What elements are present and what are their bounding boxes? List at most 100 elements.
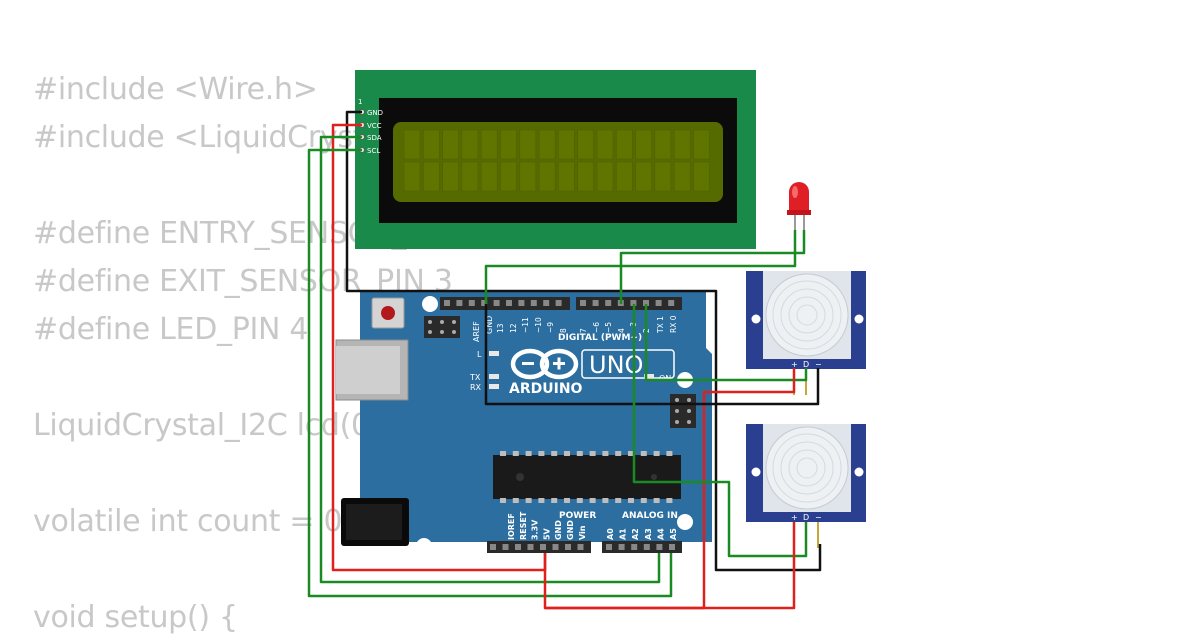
header-pin: [631, 544, 638, 550]
icsp-header: [424, 316, 460, 338]
lcd-character-cell: [538, 161, 556, 192]
icsp-header-2: [670, 394, 696, 428]
power-pin-label: 3.3V: [531, 519, 540, 540]
red-led-icon[interactable]: [787, 182, 811, 230]
analog-pin-label: A4: [656, 528, 665, 540]
wire-scl-lcd: [307, 148, 673, 598]
lcd-display[interactable]: 1 GND VCC SDA SCL: [355, 70, 756, 249]
power-pin-label: GND: [566, 520, 575, 540]
pir-fresnel-lens: [765, 426, 849, 510]
pir-mount-hole: [751, 314, 761, 324]
lcd-pin-gnd-label: GND: [367, 109, 383, 117]
lcd-character-cell: [615, 161, 633, 192]
digital-pwm-label: DIGITAL (PWM~): [558, 333, 642, 343]
pir-sensor-exit[interactable]: +D−: [746, 424, 866, 548]
lcd-character-cell: [461, 161, 479, 192]
lcd-character-cell: [442, 129, 459, 160]
analog-pin-label: A2: [631, 528, 640, 540]
header-pin: [543, 300, 550, 306]
pir-mount-hole: [854, 314, 864, 324]
rx-led: [489, 384, 499, 389]
power-pin-label: 5V: [542, 527, 551, 540]
header-pin: [506, 300, 512, 306]
pir-pin-label: −: [815, 513, 822, 522]
header-pin: [592, 300, 599, 306]
header-pin: [605, 300, 612, 306]
pir-sensor-entry[interactable]: +D−: [746, 271, 866, 395]
header-pin: [630, 300, 637, 306]
digital-pin-label: 4: [617, 328, 626, 333]
wire-pir-entry-data: [644, 304, 808, 382]
lcd-character-cell: [635, 161, 652, 192]
header-pin: [655, 300, 662, 306]
code-line: #include <Wire.h>: [33, 72, 318, 107]
code-line: volatile int count = 0;: [33, 504, 353, 539]
lcd-character-cell: [558, 161, 575, 192]
lcd-character-cell: [673, 129, 691, 160]
header-pin: [669, 544, 675, 550]
digital-pin-label: ~6: [592, 322, 601, 333]
reset-button-icon[interactable]: [371, 297, 405, 329]
l-led-label: L: [477, 350, 482, 359]
gnd-label: GND: [485, 316, 494, 334]
lcd-character-cell: [519, 129, 537, 160]
lcd-character-cell: [461, 129, 479, 160]
header-pin: [656, 544, 663, 550]
aref-label: AREF: [472, 321, 481, 342]
rx-led-label: RX: [470, 383, 482, 392]
header-pin: [618, 544, 625, 550]
lcd-character-cell: [577, 129, 595, 160]
lcd-character-cell: [403, 161, 421, 192]
wire-gnd-lcd: [345, 110, 822, 572]
wire-pir-exit-power: [545, 522, 796, 610]
uno-badge: [581, 349, 675, 379]
lcd-character-cell: [635, 129, 652, 160]
lcd-character-cell: [693, 161, 710, 192]
l-led: [489, 351, 499, 356]
digital-pin-label: 8: [559, 328, 568, 333]
analog-pin-label: A3: [644, 528, 653, 540]
digital-pin-label: 12: [509, 323, 518, 333]
header-pin: [606, 544, 612, 550]
lcd-character-cell: [596, 129, 614, 160]
analog-pin-label: A1: [619, 528, 628, 540]
lcd-character-cell: [654, 129, 672, 160]
digital-pin-label: ~10: [534, 317, 543, 333]
wire-pir-entry-ground: [484, 304, 820, 406]
lcd-character-cell: [693, 129, 710, 160]
digital-pin-label: 13: [496, 323, 505, 333]
analog-pin-label: A0: [606, 528, 615, 540]
header-pin: [540, 544, 546, 550]
usb-connector-inner: [336, 346, 400, 394]
atmega-chip: [493, 451, 681, 503]
on-led: [644, 374, 654, 379]
power-pin-label: Vin: [578, 525, 587, 540]
lcd-pin-vcc-label: VCC: [367, 122, 382, 130]
power-label: POWER: [559, 511, 596, 521]
pir-mount-hole: [854, 467, 864, 477]
header-pin: [444, 300, 450, 306]
lcd-pin-sda-label: SDA: [367, 134, 382, 142]
digital-pin-label: TX 1: [656, 316, 665, 334]
header-pin: [577, 544, 584, 550]
mounting-hole: [416, 538, 432, 554]
pir-fresnel-lens: [765, 273, 849, 357]
tx-led-label: TX: [469, 373, 481, 382]
analog-in-label: ANALOG IN: [622, 511, 678, 521]
on-led-label: ON: [659, 374, 671, 383]
wire-pir-exit-data: [632, 304, 808, 558]
header-pin: [552, 544, 559, 550]
lcd-character-cell: [519, 161, 537, 192]
header-pin: [580, 300, 586, 306]
pir-pin-label: +: [791, 360, 798, 369]
code-line: void setup() {: [33, 600, 238, 635]
analog-pin-label: A5: [669, 528, 678, 540]
wire-led-signal: [619, 230, 806, 304]
power-pin-label: GND: [554, 520, 563, 540]
lcd-character-cell: [480, 161, 498, 192]
lcd-character-cell: [442, 161, 459, 192]
